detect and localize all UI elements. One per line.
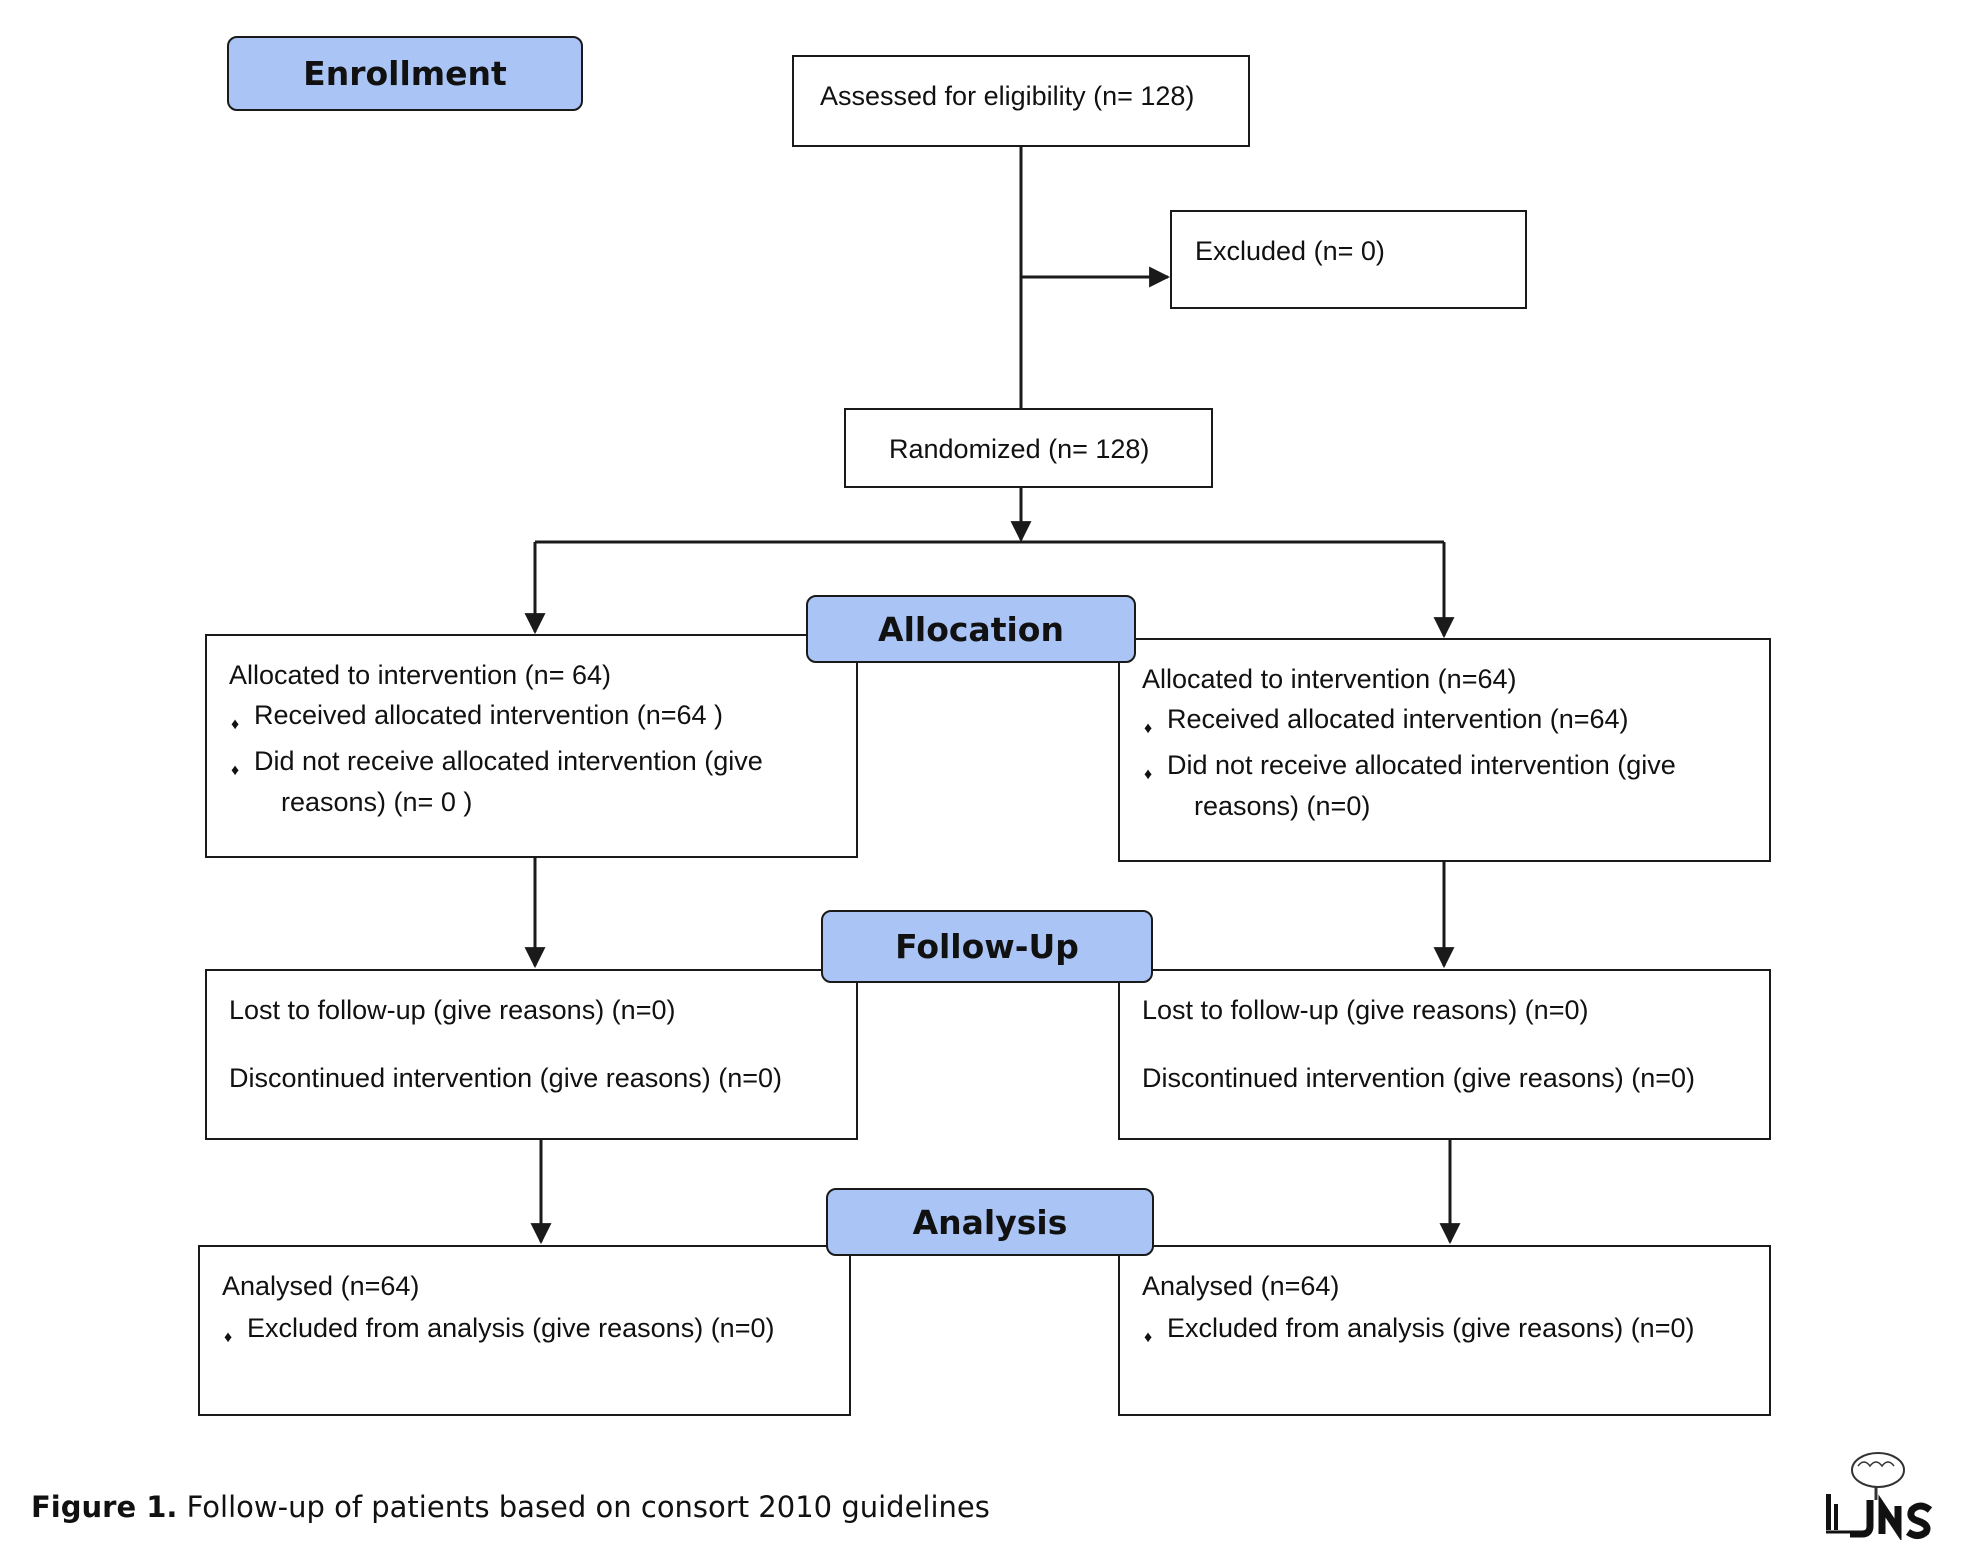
diamond-bullet-icon: ♦ bbox=[1144, 1329, 1153, 1346]
analysis-right-excluded: Excluded from analysis (give reasons) (n… bbox=[1167, 1313, 1695, 1343]
stage-label-allocation: Allocation bbox=[806, 595, 1136, 663]
diamond-bullet-icon: ♦ bbox=[1144, 766, 1153, 783]
figure-caption-text: Follow-up of patients based on consort 2… bbox=[186, 1490, 990, 1524]
analysis-left-analysed: Analysed (n=64) bbox=[222, 1271, 420, 1301]
figure-caption-label: Figure 1. bbox=[31, 1490, 178, 1524]
followup-left-box: Lost to follow-up (give reasons) (n=0) D… bbox=[205, 969, 858, 1140]
assessed-text: Assessed for eligibility (n= 128) bbox=[820, 81, 1195, 111]
diamond-bullet-icon: ♦ bbox=[231, 762, 240, 779]
randomized-box: Randomized (n= 128) bbox=[844, 408, 1213, 488]
randomized-text: Randomized (n= 128) bbox=[889, 434, 1150, 464]
allocation-right-received: Received allocated intervention (n=64) bbox=[1167, 704, 1629, 734]
followup-right-box: Lost to follow-up (give reasons) (n=0) D… bbox=[1118, 969, 1771, 1140]
allocation-left-not-received: Did not receive allocated intervention (… bbox=[254, 746, 763, 776]
stage-allocation-text: Allocation bbox=[878, 609, 1064, 649]
allocation-right-title: Allocated to intervention (n=64) bbox=[1142, 664, 1517, 694]
stage-label-enrollment: Enrollment bbox=[227, 36, 583, 111]
followup-left-discontinued: Discontinued intervention (give reasons)… bbox=[229, 1063, 783, 1093]
assessed-box: Assessed for eligibility (n= 128) bbox=[792, 55, 1250, 147]
analysis-right-analysed: Analysed (n=64) bbox=[1142, 1271, 1340, 1301]
followup-left-lost: Lost to follow-up (give reasons) (n=0) bbox=[229, 995, 676, 1025]
allocation-right-not-received: Did not receive allocated intervention (… bbox=[1167, 750, 1676, 780]
allocation-left-box: Allocated to intervention (n= 64) ♦ Rece… bbox=[205, 634, 858, 858]
journal-logo-icon bbox=[1826, 1452, 1933, 1540]
diamond-bullet-icon: ♦ bbox=[1144, 720, 1153, 737]
stage-analysis-text: Analysis bbox=[912, 1202, 1068, 1242]
allocation-left-title: Allocated to intervention (n= 64) bbox=[229, 660, 611, 690]
analysis-right-box: Analysed (n=64) ♦ Excluded from analysis… bbox=[1118, 1245, 1771, 1416]
allocation-left-not-received-cont: reasons) (n= 0 ) bbox=[281, 787, 473, 817]
analysis-left-box: Analysed (n=64) ♦ Excluded from analysis… bbox=[198, 1245, 851, 1416]
analysis-left-excluded: Excluded from analysis (give reasons) (n… bbox=[247, 1313, 775, 1343]
stage-label-follow-up: Follow-Up bbox=[821, 910, 1153, 983]
excluded-box: Excluded (n= 0) bbox=[1170, 210, 1527, 309]
stage-enrollment-text: Enrollment bbox=[303, 54, 507, 93]
allocation-right-not-received-cont: reasons) (n=0) bbox=[1194, 791, 1371, 821]
stage-follow-up-text: Follow-Up bbox=[895, 927, 1079, 966]
figure-caption: Figure 1. Follow-up of patients based on… bbox=[31, 1490, 990, 1524]
excluded-text: Excluded (n= 0) bbox=[1195, 236, 1385, 266]
followup-right-lost: Lost to follow-up (give reasons) (n=0) bbox=[1142, 995, 1589, 1025]
diamond-bullet-icon: ♦ bbox=[224, 1329, 233, 1346]
allocation-left-received: Received allocated intervention (n=64 ) bbox=[254, 700, 724, 730]
followup-right-discontinued: Discontinued intervention (give reasons)… bbox=[1142, 1063, 1696, 1093]
stage-label-analysis: Analysis bbox=[826, 1188, 1154, 1256]
diamond-bullet-icon: ♦ bbox=[231, 716, 240, 733]
allocation-right-box: Allocated to intervention (n=64) ♦ Recei… bbox=[1118, 638, 1771, 862]
